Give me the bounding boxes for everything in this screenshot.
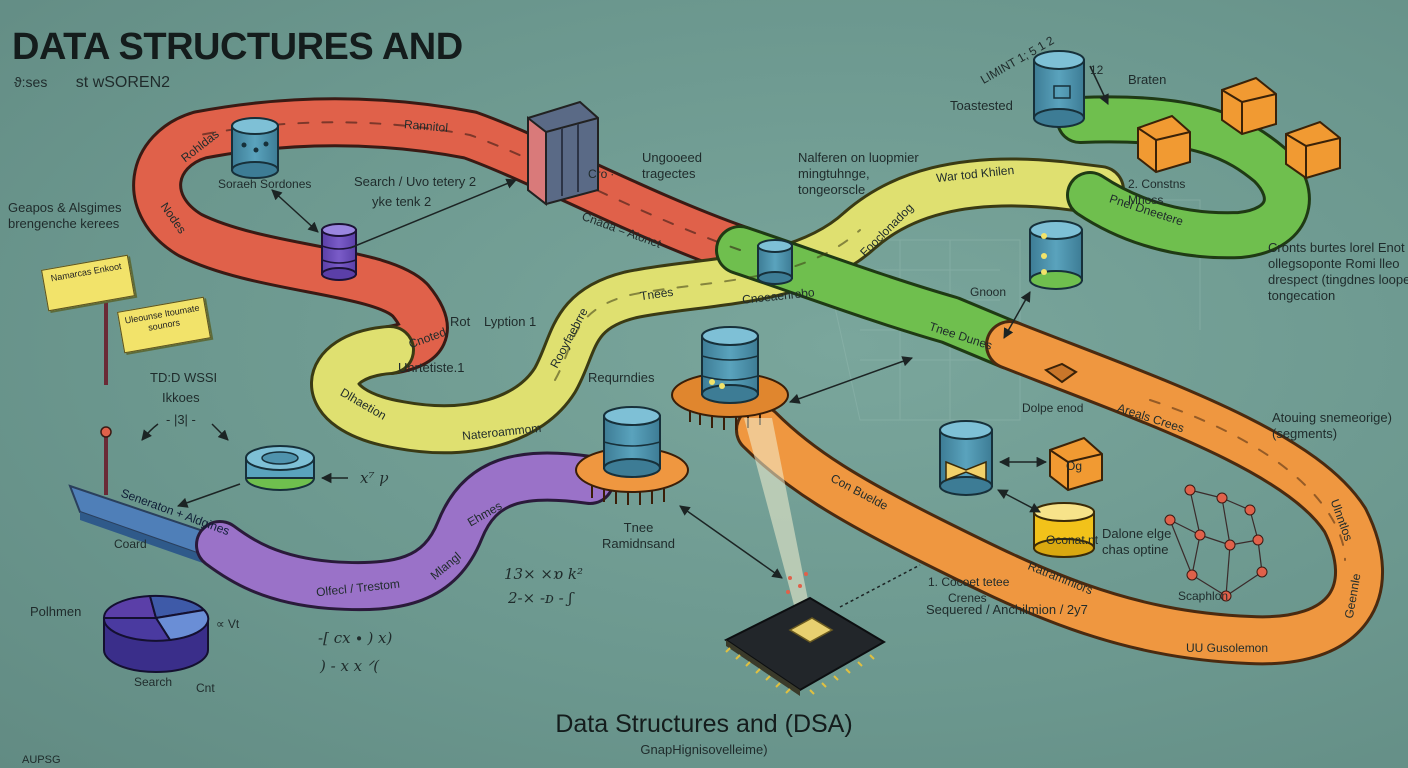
pole-icons [100, 274, 112, 495]
road-label-red-6: Cro ∙ ∙ [588, 167, 621, 181]
nodes-top-line-2: mingtuhnge, [798, 166, 870, 181]
right-text-block: Cronts burtes lorel Enot ollegsoponte Ro… [1268, 240, 1408, 304]
ikkoes-label: Ikkoes [162, 390, 200, 405]
graph-mid-label: Gnoon [970, 285, 1007, 299]
database-icon-mid-right [1029, 220, 1083, 290]
broken-label: Braten [1128, 72, 1167, 87]
graphs-algorithms-line-2: brengenche kerees [8, 216, 120, 231]
ungroomed-label: Ungooeed tragectes [642, 150, 702, 182]
graphs-algorithms-label: Geapos & Alsgimes brengenche kerees [8, 200, 121, 232]
dolone-line-2: chas optine [1102, 542, 1169, 557]
math-line-3: -[ cx ∙ ) x) [318, 629, 393, 647]
sequenced-label: Sequered / Anchilmion / 2y7 [926, 602, 1088, 617]
math-line-1: 13× ×ɒ k² [504, 565, 583, 583]
graph-network-icon [1164, 484, 1268, 602]
cube-icons [1043, 76, 1341, 492]
connector-arrows [141, 65, 1109, 608]
ungroomed-line-2: tragectes [642, 166, 696, 181]
search-label-1: Search / Uvo tetery 2 [354, 174, 477, 189]
database-icon-purple [321, 223, 357, 281]
tdo-label: TD:D WSSI [150, 370, 218, 385]
atouting-label: Atouing snemeorige) (segments) [1272, 410, 1392, 442]
og-label: Og [1066, 459, 1083, 473]
right-text-line-1: Cronts burtes lorel Enot [1268, 240, 1405, 255]
scaphon-label: Scaphlon [1178, 589, 1229, 603]
cross-pie-label: ∝ Vt [216, 617, 240, 631]
dolone-line-1: Dalone elge [1102, 526, 1172, 541]
unrelate-label: Unrtetiste.1 [398, 360, 465, 375]
yellow-cylinder-icon [1033, 502, 1095, 558]
right-text-line-3: drespect (tingdnes loope [1268, 272, 1408, 287]
atouting-line-1: Atouing snemeorige) [1272, 410, 1392, 425]
pie-chart-icon [102, 594, 210, 673]
search-label-2: yke tenk 2 [372, 194, 432, 209]
right-text-line-2: ollegsoponte Romi lleo [1268, 256, 1400, 271]
two-constants-label: 2. Constns Mhoss [1128, 176, 1185, 208]
two-constants-line-2: Mhoss [1128, 193, 1164, 207]
subtitle-text: st wSOREN2 [75, 74, 171, 91]
seq-label: 1. Cocoet tetee Crenes [928, 574, 1009, 606]
cylinder-caption: Oconat.nt [1046, 533, 1099, 547]
subtitle-prefix: ϑ:ses [14, 74, 48, 90]
seq-line-2: Crenes [948, 591, 987, 605]
database-icon-small-junction [757, 239, 793, 285]
database-icon-center-platform [671, 326, 789, 430]
book-pillar-icon [527, 100, 599, 207]
tree-label: Tnee Ramidnsand [602, 520, 675, 552]
dolpe-label: Dolpe enod [1022, 401, 1084, 415]
search-pie-label: Search [134, 675, 173, 689]
database-icon-top-left [231, 117, 279, 179]
right-text-line-4: tongecation [1268, 288, 1336, 303]
page-subtitle: ϑ:ses st wSOREN2 [14, 74, 170, 92]
pohlmen-label: Polhmen [30, 604, 82, 619]
footer-subtitle: GnapHignisovelleime) [640, 742, 768, 757]
database-icon-lower-platform [575, 406, 689, 505]
coard-label: Coard [114, 537, 147, 551]
math-line-4: ) - x x ᐟ( [320, 657, 380, 675]
arrows-pm-label: - |3| - [166, 412, 196, 427]
tree-label-line-1: Tnee [623, 520, 654, 535]
requirements-label: Requrndies [588, 370, 655, 385]
sorting-label: Soraeh Sordones [218, 177, 312, 191]
tree-label-line-2: Ramidnsand [602, 536, 675, 551]
x3-label: x⁷ ꝩ [360, 469, 389, 487]
rot-label: Rot [450, 314, 471, 329]
nodes-top-line-1: Nalferen on luopmier [798, 150, 919, 165]
math-line-2: 2-× -ᴅ - ʃ [508, 589, 573, 607]
ungroomed-line-1: Ungooeed [642, 150, 702, 165]
road-label-orange-4: UU Gusolemon [1186, 641, 1269, 655]
nodes-top-label: Nalferen on luopmier mingtuhnge, tongeor… [798, 150, 919, 198]
footer-title: Data Structures and (DSA) [555, 710, 853, 738]
tested-label: Toastested [950, 98, 1013, 113]
page-title: DATA STRUCTURES AND [12, 26, 463, 68]
graphs-algorithms-line-1: Geapos & Alsgimes [8, 200, 122, 215]
dolone-label: Dalone elge chas optine [1102, 526, 1171, 558]
cnt-label: Cnt [196, 681, 215, 695]
nodes-top-line-3: tongeorscle [798, 182, 866, 197]
two-constants-line-1: 2. Constns [1128, 177, 1186, 191]
ring-disk-icon [245, 445, 315, 491]
top-12-label: 12 [1090, 63, 1104, 77]
corner-label: AUPSG [22, 754, 61, 766]
database-icon-bow [939, 420, 993, 496]
database-icon-top-right [1033, 50, 1085, 128]
atouting-line-2: (segments) [1272, 426, 1338, 441]
road-network [132, 95, 1384, 666]
lyption-label: Lyption 1 [484, 314, 537, 329]
seq-line-1: 1. Cocoet tetee [928, 575, 1010, 589]
